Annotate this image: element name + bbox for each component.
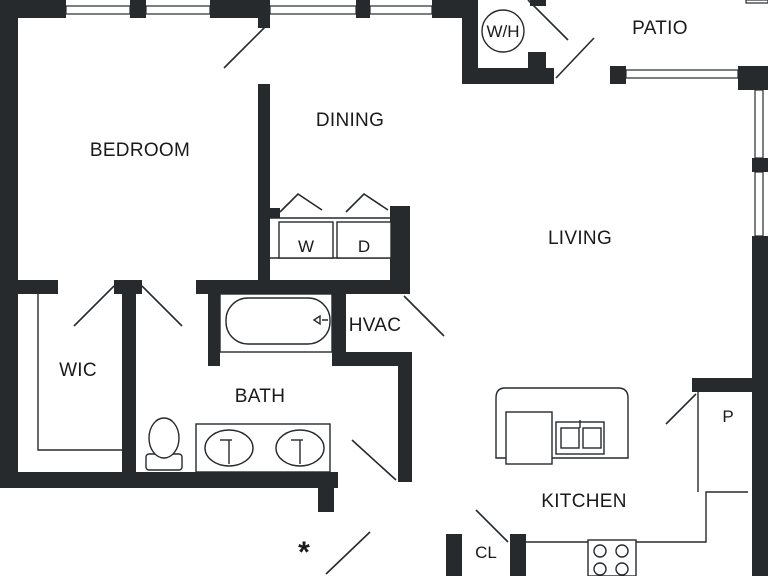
kitchen-island	[495, 387, 629, 465]
bath-door	[141, 285, 183, 327]
entry-door	[325, 531, 371, 575]
bedroom-east-wall	[258, 84, 270, 284]
patio-label: PATIO	[632, 18, 688, 39]
range-icon	[587, 539, 637, 576]
south-wall-return	[318, 472, 334, 512]
washer-icon	[278, 221, 334, 259]
laundry-wall	[390, 206, 410, 294]
pantry-wall	[692, 378, 754, 392]
water-heater-label: W/H	[486, 22, 519, 41]
laundry-wall	[268, 208, 280, 218]
bedroom-south-wall	[0, 280, 58, 294]
water-heater-icon	[481, 9, 525, 53]
bath-label: BATH	[235, 386, 285, 407]
tub-basin	[225, 297, 331, 345]
wh-closet-wall	[528, 52, 546, 84]
north-wall-segment	[210, 0, 270, 18]
bathtub-icon	[219, 293, 333, 353]
window	[269, 5, 357, 15]
hvac-wall	[332, 352, 410, 366]
dryer-icon	[336, 221, 392, 259]
closet-label: CL	[475, 543, 497, 562]
pantry-door	[665, 393, 697, 425]
hvac-label: HVAC	[349, 315, 402, 336]
pantry-label: P	[722, 407, 733, 426]
living-label: LIVING	[548, 228, 612, 249]
bedroom-label: BEDROOM	[90, 140, 190, 161]
closet-wall	[510, 534, 526, 576]
window	[754, 171, 764, 237]
doors	[73, 0, 697, 575]
burner-icon	[593, 544, 607, 558]
interior-walls	[0, 16, 754, 576]
wic-east-wall	[122, 280, 136, 474]
bath-east-wall	[398, 352, 412, 482]
laundry	[278, 192, 392, 259]
windows	[65, 0, 768, 237]
east-wall-stub	[752, 158, 768, 172]
dryer-label: D	[358, 237, 370, 256]
washer-lid-icon	[279, 192, 323, 213]
toilet-icon	[145, 417, 183, 471]
wh-closet-wall	[530, 0, 546, 6]
north-wall-segment	[130, 0, 146, 18]
bath-linen-door	[351, 439, 397, 481]
north-wall-segment	[0, 0, 66, 18]
patio-wall	[738, 66, 768, 90]
east-wall	[752, 236, 768, 576]
tub-drain-icon	[312, 314, 328, 326]
wh-closet-wall	[462, 0, 478, 84]
closet-wall	[446, 534, 462, 576]
dishwasher-icon	[505, 411, 553, 465]
wic-door	[73, 285, 115, 327]
room-labels: BEDROOM DINING LIVING PATIO WIC BATH HVA…	[59, 18, 688, 512]
south-wall	[0, 472, 338, 488]
window	[145, 5, 211, 15]
burner-icon	[615, 562, 629, 576]
toilet-bowl	[148, 417, 180, 459]
wh-door	[527, 0, 569, 41]
burner-icon	[615, 544, 629, 558]
bedroom-door	[223, 25, 267, 69]
kitchen-label: KITCHEN	[541, 491, 627, 512]
washer-label: W	[298, 237, 314, 256]
wic-shelf	[37, 294, 122, 451]
wall-stub	[258, 16, 270, 28]
west-wall	[0, 0, 18, 474]
patio-window	[625, 69, 739, 79]
north-wall-segment	[356, 0, 370, 18]
dining-label: DINING	[316, 110, 384, 131]
entry-marker-icon: *	[298, 536, 310, 569]
burner-icon	[593, 562, 607, 576]
vanity	[195, 423, 331, 473]
window	[745, 0, 768, 4]
wic-label: WIC	[59, 360, 97, 381]
patio-wall	[610, 66, 626, 84]
dryer-lid-icon	[345, 192, 389, 213]
sink-basin	[560, 427, 580, 449]
window	[754, 89, 764, 159]
closet-wall	[446, 534, 460, 542]
fixture-labels: W/H W D P CL *	[298, 22, 734, 569]
sink-basin	[582, 427, 602, 449]
closet-door	[475, 509, 509, 543]
bedroom-south-wall	[196, 280, 410, 294]
patio-door	[555, 37, 595, 79]
tub-wall	[208, 292, 220, 366]
hvac-door	[403, 295, 445, 337]
hvac-wall	[332, 292, 346, 366]
window	[369, 5, 433, 15]
window	[65, 5, 131, 15]
